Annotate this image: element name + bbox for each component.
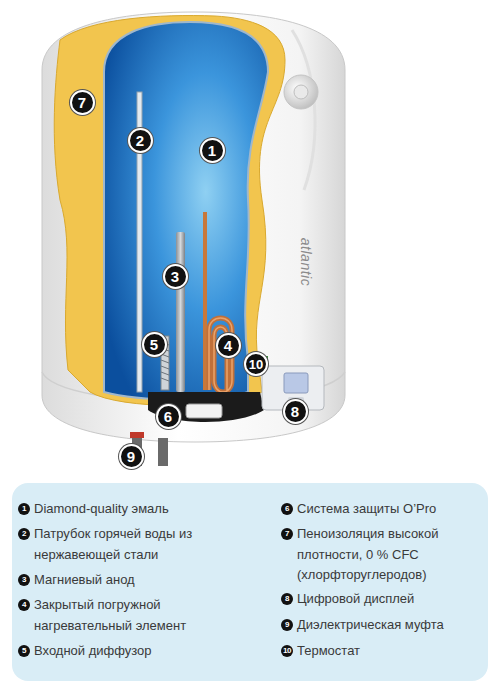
- bullet-number: 8: [281, 593, 293, 605]
- callout-number: 2: [128, 128, 153, 153]
- callout-number: 1: [200, 138, 225, 163]
- bullet-number: 2: [18, 528, 30, 540]
- part-description: Diamond-quality эмаль: [34, 499, 264, 520]
- foam-insulation: [54, 16, 285, 406]
- bullet-number: 1: [18, 503, 30, 515]
- digital-display: [284, 373, 308, 393]
- part-description: Диэлектрическая муфта: [297, 615, 482, 636]
- bullet-number: 3: [18, 574, 30, 586]
- callout-number: 10: [244, 352, 268, 376]
- copper-rod: [203, 212, 207, 390]
- control-knob-center: [294, 85, 308, 99]
- magnesium-anode: [176, 232, 185, 392]
- part-description: Система защиты O’Pro: [297, 499, 482, 520]
- housing-groove: [292, 30, 315, 190]
- part-description: Патрубок горячей воды из нержавеющей ста…: [34, 524, 234, 565]
- water-tank: [104, 22, 268, 400]
- callout-number: 6: [156, 404, 181, 429]
- bullet-number: 6: [281, 503, 293, 515]
- bullet-number: 9: [281, 619, 293, 631]
- bullet-number: 4: [18, 599, 30, 611]
- callout-number: 4: [216, 333, 241, 358]
- bullet-number: 10: [281, 645, 293, 657]
- part-description: Цифровой дисплей: [297, 589, 482, 610]
- bullet-number: 7: [281, 528, 293, 540]
- part-description: Входной диффузор: [34, 641, 264, 662]
- part-description: Термостат: [297, 641, 482, 662]
- heater-body: [42, 12, 345, 442]
- opro-module: [186, 404, 222, 418]
- inlet-pipe: [158, 438, 168, 466]
- part-description: Пеноизоляция высокой плотности, 0 % CFC …: [297, 524, 472, 586]
- callout-number: 5: [142, 332, 167, 357]
- hot-marker: [130, 432, 144, 438]
- part-description: Закрытый погружной нагревательный элемен…: [34, 595, 234, 636]
- legend-panel: [12, 483, 488, 681]
- bullet-number: 5: [18, 645, 30, 657]
- part-description: Магниевый анод: [34, 570, 264, 591]
- callout-number: 3: [163, 264, 188, 289]
- callout-number: 7: [70, 90, 95, 115]
- control-knob: [284, 75, 318, 109]
- brand-name: atlantic: [298, 238, 314, 286]
- callout-number: 9: [119, 444, 144, 469]
- callout-number: 8: [283, 399, 308, 424]
